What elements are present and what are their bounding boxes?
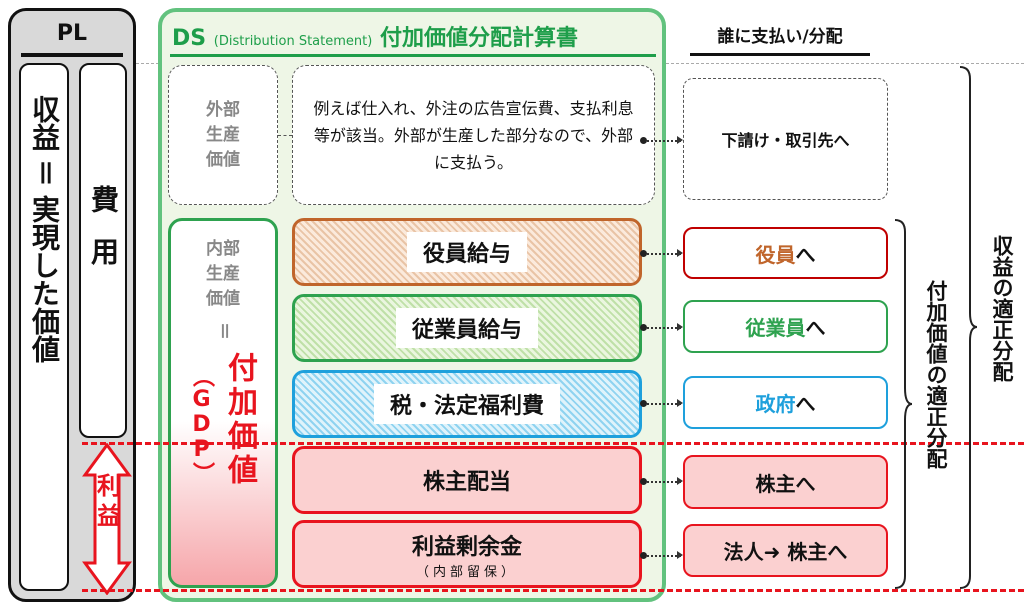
external-desc: 例えば仕入れ、外注の広告宣伝費、支払利息等が該当。外部が生産した部分なので、外部…: [313, 98, 634, 172]
profit-top-line: [82, 442, 1024, 445]
row-label: 役員給与: [406, 232, 527, 272]
value-added-group: （GDP） 付加価値: [171, 352, 275, 488]
dest-highlight: 政府: [755, 392, 796, 416]
dest-subcontractors: 下請け・取引先へ: [683, 78, 888, 200]
dest-corporation-shareholders: 法人➜ 株主へ: [683, 524, 888, 577]
expense-label: 費用: [87, 185, 120, 289]
revenue-text: 収益: [28, 95, 61, 151]
dest-text: 株主へ: [755, 471, 816, 496]
pl-title: PL: [56, 21, 88, 46]
internal-value-label: 内部生産価値: [206, 239, 240, 309]
revenue-distribution-label: 収益の適正分配: [990, 235, 1014, 382]
dest-highlight: 役員: [755, 242, 796, 267]
equals-text: ＝: [28, 159, 61, 187]
external-value-box: 外部生産価値: [168, 65, 278, 205]
row-retained-earnings: 利益剰余金 （内部留保）: [292, 520, 642, 588]
ds-abbr: DS: [172, 26, 207, 51]
connector-arrow-icon: [640, 399, 683, 407]
dest-shareholders: 株主へ: [683, 455, 888, 509]
row-executive-pay: 役員給与: [292, 218, 642, 286]
ds-title-jp: 付加価値分配計算書: [379, 26, 578, 51]
brace-icon: [894, 219, 913, 589]
ds-title: DS (Distribution Statement) 付加価値分配計算書: [172, 20, 578, 52]
pl-panel: PL 収益 ＝ 実現した価値 費用 利益: [8, 8, 136, 602]
row-label: 従業員給与: [395, 308, 538, 348]
realized-value-text: 実現した価値: [28, 195, 61, 363]
equals-sign: ＝: [213, 322, 234, 340]
dest-text: へ: [795, 392, 816, 416]
dest-text: へ: [805, 316, 826, 340]
dest-government: 政府へ: [683, 376, 888, 429]
row-label: 株主配当: [422, 470, 511, 495]
profit-arrow-icon: [82, 443, 132, 595]
row-label: 税・法定福利費: [373, 384, 560, 424]
connector-arrow-icon: [640, 551, 683, 559]
expense-column: 費用: [79, 63, 127, 438]
connector-arrow-icon: [640, 249, 683, 257]
value-added-distribution-label: 付加価値の適正分配: [924, 280, 948, 469]
profit-bottom-line: [82, 589, 1024, 592]
revenue-label: 収益 ＝ 実現した価値: [21, 95, 67, 363]
external-value-label: 外部生産価値: [206, 99, 240, 170]
connector-arrow-icon: [640, 477, 683, 485]
divider: [170, 54, 656, 57]
ds-title-en: (Distribution Statement): [213, 34, 373, 49]
dest-text: へ: [795, 242, 816, 267]
dest-highlight: 従業員: [745, 316, 806, 340]
connector-arrow-icon: [640, 136, 683, 144]
connector-arrow-icon: [640, 323, 683, 331]
dest-text: 法人➜ 株主へ: [723, 540, 848, 564]
gdp-label: （GDP）: [189, 364, 214, 484]
internal-value-box: 内部生産価値 ＝ （GDP） 付加価値: [168, 218, 278, 588]
brace-icon: [959, 66, 978, 589]
row-employee-pay: 従業員給与: [292, 294, 642, 362]
dest-executives: 役員へ: [683, 227, 888, 279]
divider: [21, 53, 123, 57]
recipients-header: 誰に支払い/分配: [690, 22, 870, 56]
revenue-column: 収益 ＝ 実現した価値: [19, 63, 69, 591]
dest-employees: 従業員へ: [683, 300, 888, 353]
row-tax-welfare: 税・法定福利費: [292, 370, 642, 438]
value-added-label: 付加価値: [222, 352, 257, 488]
row-label: 利益剰余金: [411, 534, 522, 560]
row-sublabel: （内部留保）: [415, 564, 518, 580]
arrow-icon: [278, 135, 292, 136]
row-dividends: 株主配当: [292, 446, 642, 514]
profit-label: 利益: [92, 473, 121, 533]
external-desc-box: 例えば仕入れ、外注の広告宣伝費、支払利息等が該当。外部が生産した部分なので、外部…: [292, 65, 655, 205]
